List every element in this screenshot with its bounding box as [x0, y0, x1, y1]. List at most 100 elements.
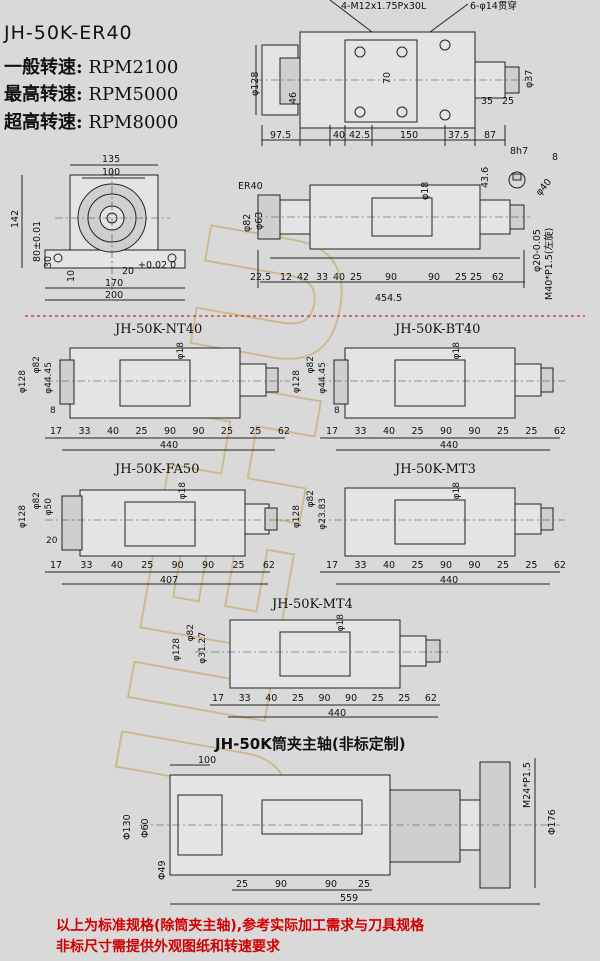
speed-normal: 一般转速: RPM2100 [4, 53, 178, 79]
dim: 43.6 [480, 167, 491, 188]
dim: 25 [135, 426, 148, 437]
dim: 25 [411, 426, 424, 437]
speed-max: 最高转速: RPM5000 [4, 80, 178, 106]
dim: φ18 [452, 482, 462, 500]
variant-bt40 [318, 347, 565, 451]
dim: 62 [553, 426, 566, 437]
dim: 90 [385, 272, 397, 283]
dim: 40 [333, 130, 345, 141]
dim: 33 [354, 426, 367, 437]
dim: 200 [105, 290, 123, 301]
dim: 25 [455, 272, 467, 283]
dim: φ37 [524, 70, 535, 88]
dim: 25 [220, 426, 233, 437]
dim: 35 [481, 96, 493, 107]
dim: φ44.45 [318, 362, 328, 394]
dim: φ18 [420, 182, 431, 200]
collet-spindle-title: JH-50K筒夹主轴(非标定制) [215, 735, 406, 753]
speed-normal-label: 一般转速: [4, 57, 83, 78]
dim: φ31.27 [198, 632, 208, 664]
dim: 97.5 [270, 130, 291, 141]
dim: 62 [424, 693, 437, 704]
dim: 25 [141, 560, 154, 571]
dim: 25 [502, 96, 514, 107]
dim: φ50 [44, 498, 54, 516]
dim: 40 [333, 272, 345, 283]
dim: 90 [325, 879, 337, 890]
bolt-hole [354, 106, 366, 118]
dim: φ128 [172, 638, 182, 662]
dim: 20 [46, 536, 58, 546]
speed-ultra-label: 超高转速: [4, 112, 83, 133]
bolt-hole [439, 109, 451, 121]
dim: 25 [496, 560, 509, 571]
dim: 25 [249, 426, 262, 437]
dim: 33 [80, 560, 93, 571]
dim: 17 [50, 426, 63, 437]
dim: 25 [371, 693, 384, 704]
dim: 40 [382, 560, 396, 571]
dim: 30 [43, 256, 54, 268]
dim: φ40 [534, 177, 554, 198]
dim: 559 [340, 893, 358, 904]
variant-title-mt4: JH-50K-MT4 [272, 597, 353, 612]
dim: 40 [265, 693, 278, 704]
callout-bolts: 4-M12x1.75Px30L [341, 1, 427, 12]
dim: 25 [236, 879, 248, 890]
variant-dims-mt4: 17 33 40 25 90 90 25 25 62 [212, 693, 437, 704]
speed-ultra: 超高转速: RPM8000 [4, 108, 178, 134]
dim: 42 [297, 272, 309, 283]
dim-total-mt4: 440 [328, 708, 347, 719]
variant-dims-mt3: 17 33 40 25 90 90 25 25 62 [326, 560, 566, 571]
dim: 37.5 [448, 130, 469, 141]
dim: 90 [192, 426, 205, 437]
dim-total-bt40: 440 [440, 440, 459, 451]
footer-note-2: 非标尺寸需提供外观图纸和转速要求 [56, 939, 280, 955]
dim: 62 [277, 426, 290, 437]
dim: φ128 [292, 370, 302, 394]
dim: 90 [171, 560, 184, 571]
top-view: 4-M12x1.75Px30L 6-φ14贯穿 φ128 46 70 φ37 3… [250, 0, 535, 146]
dim: 25 [358, 879, 370, 890]
model-title: JH-50K-ER40 [4, 22, 133, 44]
top-mount-plate [344, 39, 418, 123]
dim: 46 [288, 92, 299, 104]
variant-title-mt3: JH-50K-MT3 [395, 462, 476, 477]
speed-max-value: RPM5000 [88, 84, 179, 105]
dim: 142 [10, 210, 21, 228]
dim: 33 [238, 693, 251, 704]
dim: 62 [262, 560, 275, 571]
dim: 20 [122, 266, 134, 277]
variant-nt40 [45, 347, 290, 451]
dim: 90 [275, 879, 287, 890]
dim: φ18 [336, 614, 346, 632]
dim: Φ60 [140, 818, 151, 838]
dim: φ44.45 [44, 362, 54, 394]
dim: φ18 [178, 482, 188, 500]
dim: φ23.83 [318, 498, 328, 530]
dim: M40*P1.5(左旋) [543, 228, 555, 300]
dim: 17 [326, 560, 339, 571]
dim: 25 [525, 426, 538, 437]
dim: 62 [553, 560, 566, 571]
dim: 25 [470, 272, 482, 283]
dim: 90 [318, 693, 331, 704]
dim: 80±0.01 [32, 221, 43, 262]
dim: 25 [232, 560, 245, 571]
callout-holes: 6-φ14贯穿 [470, 0, 517, 12]
dim: M24*P1.5 [522, 762, 533, 808]
dim: 12 [280, 272, 292, 283]
bolt-hole [439, 39, 451, 51]
dim-total-mt3: 440 [440, 575, 459, 586]
bolt-hole [354, 46, 366, 58]
footer-note-1: 以上为标准规格(除筒夹主轴),参考实际加工需求与刀具规格 [56, 918, 425, 934]
variant-fa50 [45, 489, 290, 585]
end-view: 135 100 142 80±0.01 30 10 20 +0.02 0 170… [10, 154, 186, 301]
dim: 42.5 [349, 130, 370, 141]
dim: 90 [468, 426, 481, 437]
dim: 25 [525, 560, 538, 571]
dim: 90 [428, 272, 440, 283]
dim: 33 [78, 426, 91, 437]
variant-dims-bt40: 17 33 40 25 90 90 25 25 62 [326, 426, 566, 437]
bolt-hole [396, 106, 408, 118]
